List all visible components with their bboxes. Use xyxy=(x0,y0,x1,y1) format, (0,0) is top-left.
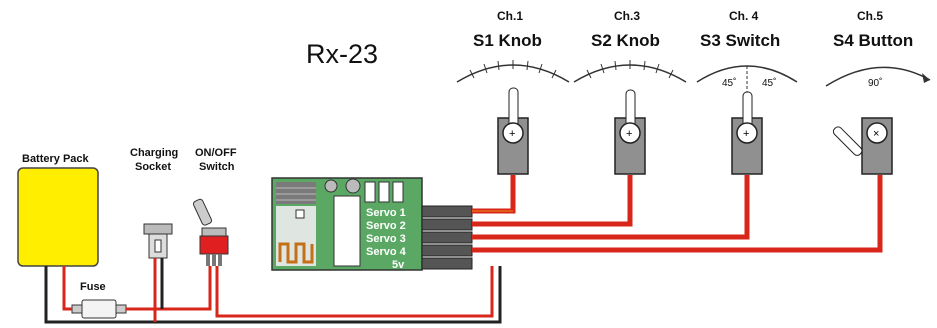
power-wiring xyxy=(44,258,502,324)
charging-socket xyxy=(143,223,173,259)
servo2-channel: Ch.3 xyxy=(614,9,640,23)
battery-label: Battery Pack xyxy=(22,153,90,165)
servo-s4: Ch.5 S4 Button 90˚ × xyxy=(825,9,931,175)
servo-connectors xyxy=(421,205,473,270)
servo-cables xyxy=(472,175,883,253)
battery-pack xyxy=(17,167,99,267)
onoff-label-line1: ON/OFF xyxy=(195,147,237,159)
servo3-angle-right: 45˚ xyxy=(762,77,776,89)
port-servo2-label: Servo 2 xyxy=(366,220,406,232)
charging-label-line2: Socket xyxy=(135,161,171,173)
servo-s3: Ch. 4 S3 Switch 45˚ 45˚ + xyxy=(696,9,798,175)
svg-text:+: + xyxy=(626,128,632,140)
svg-text:+: + xyxy=(743,128,749,140)
servo1-name: S1 Knob xyxy=(473,31,542,50)
port-servo1-label: Servo 1 xyxy=(366,207,406,219)
servo2-name: S2 Knob xyxy=(591,31,660,50)
servo4-name: S4 Button xyxy=(833,31,913,50)
fuse-label: Fuse xyxy=(80,281,106,293)
onoff-label-line2: Switch xyxy=(199,161,235,173)
svg-text:+: + xyxy=(509,128,515,140)
servo-s2: Ch.3 S2 Knob + xyxy=(573,9,687,175)
charging-label-line1: Charging xyxy=(130,147,178,159)
servo4-channel: Ch.5 xyxy=(857,9,883,23)
port-servo4-label: Servo 4 xyxy=(366,246,407,258)
servo3-angle-left: 45˚ xyxy=(722,77,736,89)
onoff-switch xyxy=(192,198,229,266)
servo-s1: Ch.1 S1 Knob + xyxy=(456,9,570,175)
diagram-title: Rx-23 xyxy=(306,39,378,69)
servo3-channel: Ch. 4 xyxy=(729,9,759,23)
servo4-angle: 90˚ xyxy=(868,77,882,89)
port-5v-label: 5v xyxy=(392,259,405,271)
port-servo3-label: Servo 3 xyxy=(366,233,406,245)
servo1-channel: Ch.1 xyxy=(497,9,523,23)
svg-text:×: × xyxy=(873,128,879,140)
fuse xyxy=(71,299,127,319)
servo3-name: S3 Switch xyxy=(700,31,780,50)
